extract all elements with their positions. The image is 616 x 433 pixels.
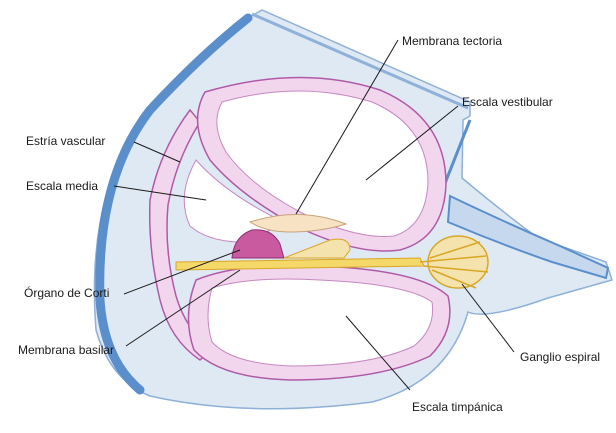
label-organo-de-corti: Órgano de Corti: [24, 286, 109, 300]
label-escala-media: Escala media: [26, 179, 98, 193]
label-escala-timpanica: Escala timpánica: [412, 400, 503, 414]
label-escala-vestibular: Escala vestibular: [462, 95, 553, 109]
label-estria-vascular: Estría vascular: [26, 134, 105, 148]
label-ganglio-espiral: Ganglio espiral: [520, 350, 600, 364]
label-membrana-basilar: Membrana basilar: [18, 343, 114, 357]
label-membrana-tectoria: Membrana tectoria: [402, 34, 502, 48]
